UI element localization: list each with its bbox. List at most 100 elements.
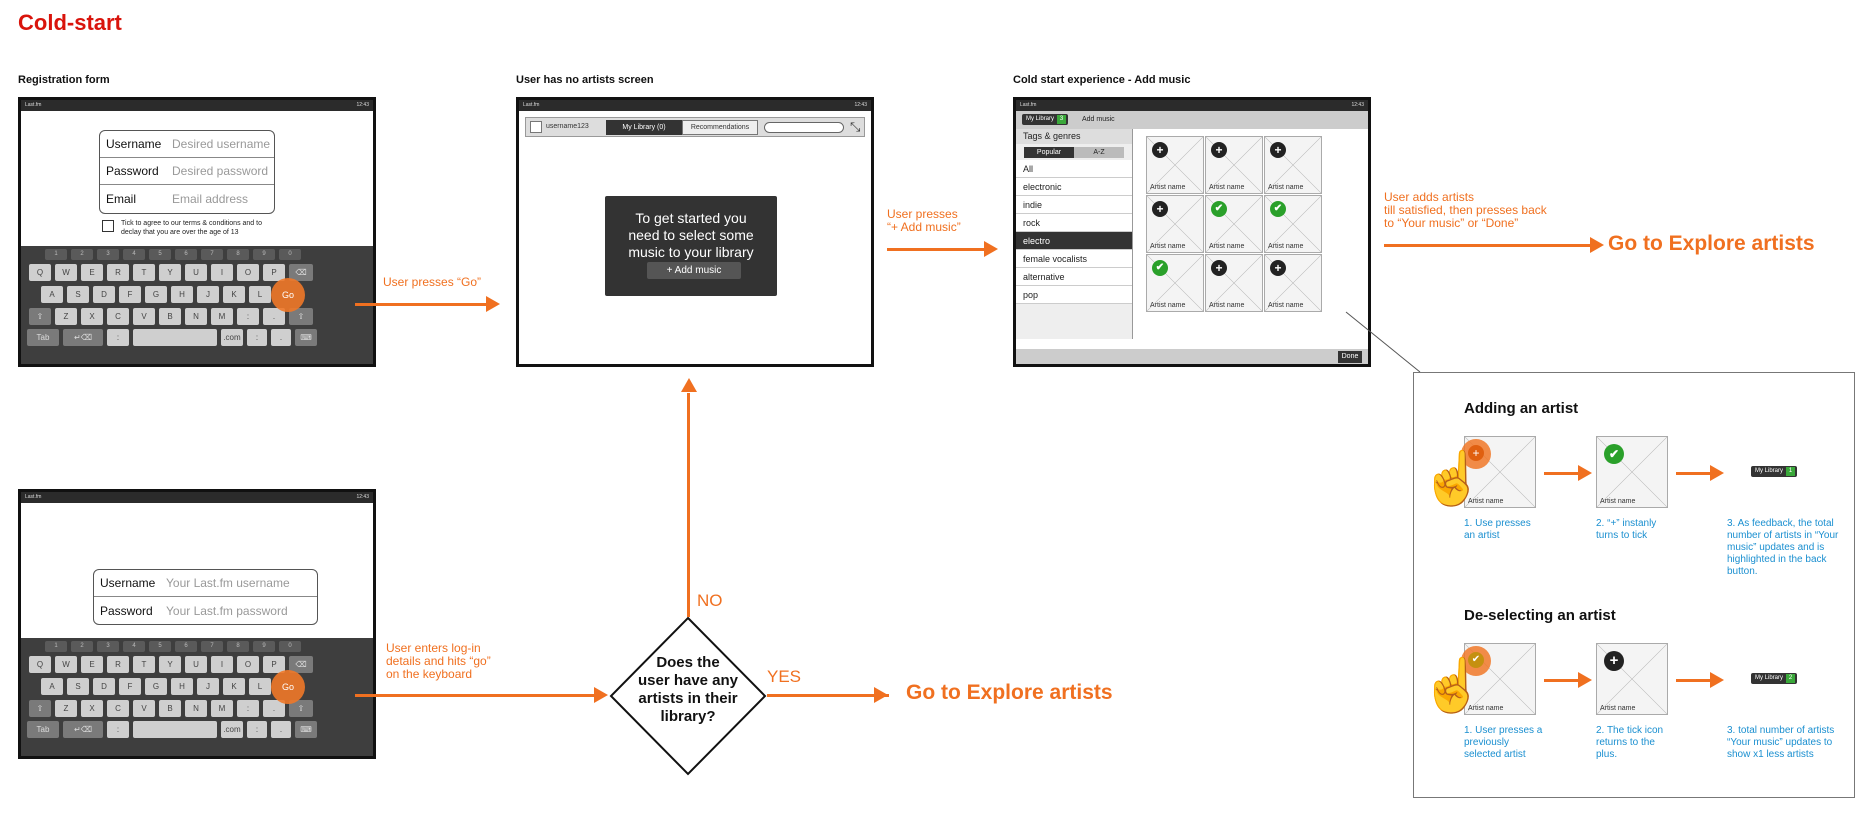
key-d[interactable]: D bbox=[93, 678, 115, 695]
genre-item[interactable]: rock bbox=[1016, 214, 1132, 232]
key-o[interactable]: O bbox=[237, 264, 259, 281]
key-p[interactable]: P bbox=[263, 264, 285, 281]
key-q[interactable]: Q bbox=[29, 264, 51, 281]
key-y[interactable]: Y bbox=[159, 656, 181, 673]
key-b[interactable]: B bbox=[159, 308, 181, 325]
done-button[interactable]: Done bbox=[1338, 351, 1362, 363]
tab-recommendations[interactable]: Recommendations bbox=[682, 120, 758, 135]
key-t[interactable]: T bbox=[133, 656, 155, 673]
key-t[interactable]: T bbox=[133, 264, 155, 281]
key-colon-3[interactable]: : bbox=[247, 721, 267, 738]
artist-tile[interactable]: +Artist name bbox=[1205, 254, 1263, 312]
dotcom-key[interactable]: .com bbox=[221, 721, 243, 738]
add-music-button[interactable]: + Add music bbox=[647, 262, 741, 279]
key-d[interactable]: D bbox=[93, 286, 115, 303]
key-i[interactable]: I bbox=[211, 656, 233, 673]
key-colon[interactable]: : bbox=[237, 308, 259, 325]
key-a[interactable]: A bbox=[41, 678, 63, 695]
key-u[interactable]: U bbox=[185, 264, 207, 281]
key-m[interactable]: M bbox=[211, 700, 233, 717]
key-colon-3[interactable]: : bbox=[247, 329, 267, 346]
artist-tile[interactable]: +Artist name bbox=[1264, 254, 1322, 312]
key-3[interactable]: 3 bbox=[97, 641, 119, 652]
add-step2-tile[interactable]: ✔ Artist name bbox=[1596, 436, 1668, 508]
genre-item[interactable]: indie bbox=[1016, 196, 1132, 214]
key-g[interactable]: G bbox=[145, 678, 167, 695]
key-2[interactable]: 2 bbox=[71, 641, 93, 652]
key-c[interactable]: C bbox=[107, 308, 129, 325]
key-z[interactable]: Z bbox=[55, 700, 77, 717]
key-l[interactable]: L bbox=[249, 678, 271, 695]
key-period[interactable]: . bbox=[263, 308, 285, 325]
key-8[interactable]: 8 bbox=[227, 249, 249, 260]
shift-key[interactable]: ⇧ bbox=[29, 700, 51, 717]
key-w[interactable]: W bbox=[55, 264, 77, 281]
key-2[interactable]: 2 bbox=[71, 249, 93, 260]
key-9[interactable]: 9 bbox=[253, 249, 275, 260]
key-u[interactable]: U bbox=[185, 656, 207, 673]
key-k[interactable]: K bbox=[223, 286, 245, 303]
expand-icon[interactable]: ⤡ bbox=[850, 119, 861, 134]
key-9[interactable]: 9 bbox=[253, 641, 275, 652]
genre-item[interactable]: pop bbox=[1016, 286, 1132, 304]
key-1[interactable]: 1 bbox=[45, 641, 67, 652]
artist-tile[interactable]: ✔Artist name bbox=[1205, 195, 1263, 253]
key-o[interactable]: O bbox=[237, 656, 259, 673]
artist-tile[interactable]: +Artist name bbox=[1146, 195, 1204, 253]
key-colon[interactable]: : bbox=[237, 700, 259, 717]
key-s[interactable]: S bbox=[67, 678, 89, 695]
key-s[interactable]: S bbox=[67, 286, 89, 303]
add-step1-tile[interactable]: Artist name bbox=[1464, 436, 1536, 508]
keyboard-hide-key[interactable]: ⌨ bbox=[295, 721, 317, 738]
key-4[interactable]: 4 bbox=[123, 249, 145, 260]
genre-item[interactable]: electro bbox=[1016, 232, 1132, 250]
key-x[interactable]: X bbox=[81, 700, 103, 717]
artist-tile[interactable]: ✔Artist name bbox=[1146, 254, 1204, 312]
search-input[interactable] bbox=[764, 122, 844, 133]
key-g[interactable]: G bbox=[145, 286, 167, 303]
key-j[interactable]: J bbox=[197, 678, 219, 695]
backspace-key[interactable]: ⌫ bbox=[289, 656, 313, 673]
sort-az[interactable]: A-Z bbox=[1074, 147, 1124, 158]
key-e[interactable]: E bbox=[81, 264, 103, 281]
key-period-2[interactable]: . bbox=[271, 329, 291, 346]
key-6[interactable]: 6 bbox=[175, 249, 197, 260]
sort-popular[interactable]: Popular bbox=[1024, 147, 1074, 158]
tab-key[interactable]: Tab bbox=[27, 721, 59, 738]
genre-item[interactable]: alternative bbox=[1016, 268, 1132, 286]
key-0[interactable]: 0 bbox=[279, 249, 301, 260]
key-5[interactable]: 5 bbox=[149, 249, 171, 260]
key-colon-2[interactable]: : bbox=[107, 721, 129, 738]
genre-item[interactable]: electronic bbox=[1016, 178, 1132, 196]
key-6[interactable]: 6 bbox=[175, 641, 197, 652]
key-n[interactable]: N bbox=[185, 308, 207, 325]
terms-checkbox[interactable] bbox=[102, 220, 114, 232]
shift-key-right[interactable]: ⇧ bbox=[289, 308, 313, 325]
key-0[interactable]: 0 bbox=[279, 641, 301, 652]
artist-tile[interactable]: +Artist name bbox=[1205, 136, 1263, 194]
key-v[interactable]: V bbox=[133, 308, 155, 325]
key-c[interactable]: C bbox=[107, 700, 129, 717]
key-m[interactable]: M bbox=[211, 308, 233, 325]
emoji-key[interactable]: ↵⌫ bbox=[63, 329, 103, 346]
key-x[interactable]: X bbox=[81, 308, 103, 325]
emoji-key[interactable]: ↵⌫ bbox=[63, 721, 103, 738]
key-1[interactable]: 1 bbox=[45, 249, 67, 260]
key-b[interactable]: B bbox=[159, 700, 181, 717]
key-4[interactable]: 4 bbox=[123, 641, 145, 652]
key-period-2[interactable]: . bbox=[271, 721, 291, 738]
artist-tile[interactable]: +Artist name bbox=[1264, 136, 1322, 194]
backspace-key[interactable]: ⌫ bbox=[289, 264, 313, 281]
shift-key[interactable]: ⇧ bbox=[29, 308, 51, 325]
key-7[interactable]: 7 bbox=[201, 249, 223, 260]
key-y[interactable]: Y bbox=[159, 264, 181, 281]
key-q[interactable]: Q bbox=[29, 656, 51, 673]
remove-step2-tile[interactable]: + Artist name bbox=[1596, 643, 1668, 715]
key-p[interactable]: P bbox=[263, 656, 285, 673]
key-l[interactable]: L bbox=[249, 286, 271, 303]
